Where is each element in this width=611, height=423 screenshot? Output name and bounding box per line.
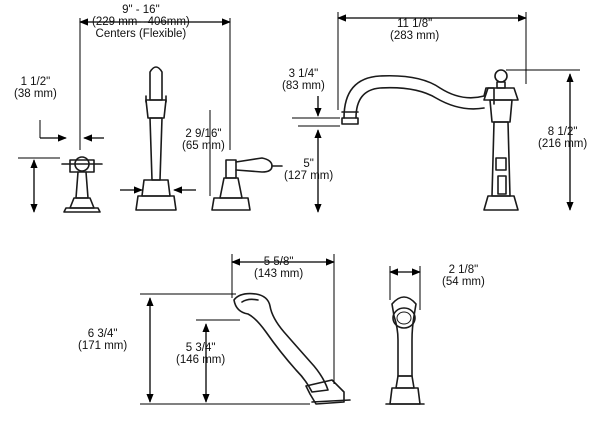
- label-hand-shower-height-line1: 6 3/4": [87, 328, 118, 340]
- label-lever-reach-line1: 2 9/16": [185, 128, 222, 140]
- label-hand-shower-length: 5 5/8" (143 mm): [254, 256, 303, 280]
- label-holder-height-line2: (146 mm): [176, 354, 226, 366]
- label-spout-total: 8 1/2" (216 mm): [538, 126, 587, 150]
- dim-spout-low: [292, 96, 340, 119]
- label-lever-reach: 2 9/16" (65 mm): [182, 128, 225, 152]
- label-hand-shower-length-line2: (143 mm): [254, 268, 304, 280]
- dim-hand-shower-width: [389, 266, 421, 310]
- label-spout-low: 3 1/4" (83 mm): [282, 68, 325, 92]
- label-spout-low-line1: 3 1/4": [288, 68, 319, 80]
- label-hand-shower-width-line2: (54 mm): [442, 276, 485, 288]
- label-holder-height: 5 3/4" (146 mm): [176, 342, 225, 366]
- label-spout-outlet: 5" (127 mm): [284, 158, 333, 182]
- label-spout-total-line2: (216 mm): [538, 138, 588, 150]
- dim-hand-shower-height: [140, 293, 236, 403]
- label-handle-width-line2: (38 mm): [14, 88, 57, 100]
- label-holder-height-line1: 5 3/4": [185, 342, 216, 354]
- label-spout-reach: 11 1/8" (283 mm): [390, 18, 439, 42]
- label-hand-shower-width-line1: 2 1/8": [448, 264, 479, 276]
- dim-spout-total: [506, 69, 580, 211]
- label-hand-shower-length-line1: 5 5/8": [263, 256, 294, 268]
- label-handle-width-line1: 1 1/2": [20, 76, 51, 88]
- dim-spout-outlet: [298, 125, 340, 213]
- label-spout-reach-line1: 11 1/8": [397, 18, 433, 30]
- dim-lever-reach: [120, 110, 211, 196]
- label-centers-line2: (229 mm - 406mm): [92, 16, 190, 28]
- label-spout-outlet-line2: (127 mm): [284, 170, 334, 182]
- dim-centers: [79, 18, 231, 150]
- label-hand-shower-height: 6 3/4" (171 mm): [78, 328, 127, 352]
- label-hand-shower-height-line2: (171 mm): [78, 340, 128, 352]
- label-centers-line1: 9" - 16": [122, 4, 160, 16]
- label-spout-low-line2: (83 mm): [282, 80, 325, 92]
- lever-handle-front: [135, 66, 177, 211]
- label-centers-line3: Centers (Flexible): [95, 28, 187, 40]
- hand-shower-side: [233, 292, 351, 405]
- tub-spout: [341, 69, 519, 211]
- dim-hand-shower-length: [231, 254, 335, 384]
- label-centers: 9" - 16" (229 mm - 406mm) Centers (Flexi…: [92, 4, 190, 40]
- dim-handle-width: [39, 120, 104, 142]
- label-hand-shower-width: 2 1/8" (54 mm): [442, 264, 485, 288]
- cross-handle-valve: [61, 156, 103, 213]
- label-handle-width: 1 1/2" (38 mm): [14, 76, 57, 100]
- dim-spout-reach: [337, 12, 527, 110]
- label-spout-reach-line2: (283 mm): [390, 30, 440, 42]
- hand-shower-front: [385, 296, 425, 405]
- label-lever-reach-line2: (65 mm): [182, 140, 225, 152]
- dim-holder-height: [140, 319, 310, 405]
- lever-handle-side: [211, 157, 283, 211]
- label-spout-total-line1: 8 1/2": [547, 126, 578, 138]
- dim-handle-height: [18, 157, 60, 213]
- label-spout-outlet-line1: 5": [303, 158, 314, 170]
